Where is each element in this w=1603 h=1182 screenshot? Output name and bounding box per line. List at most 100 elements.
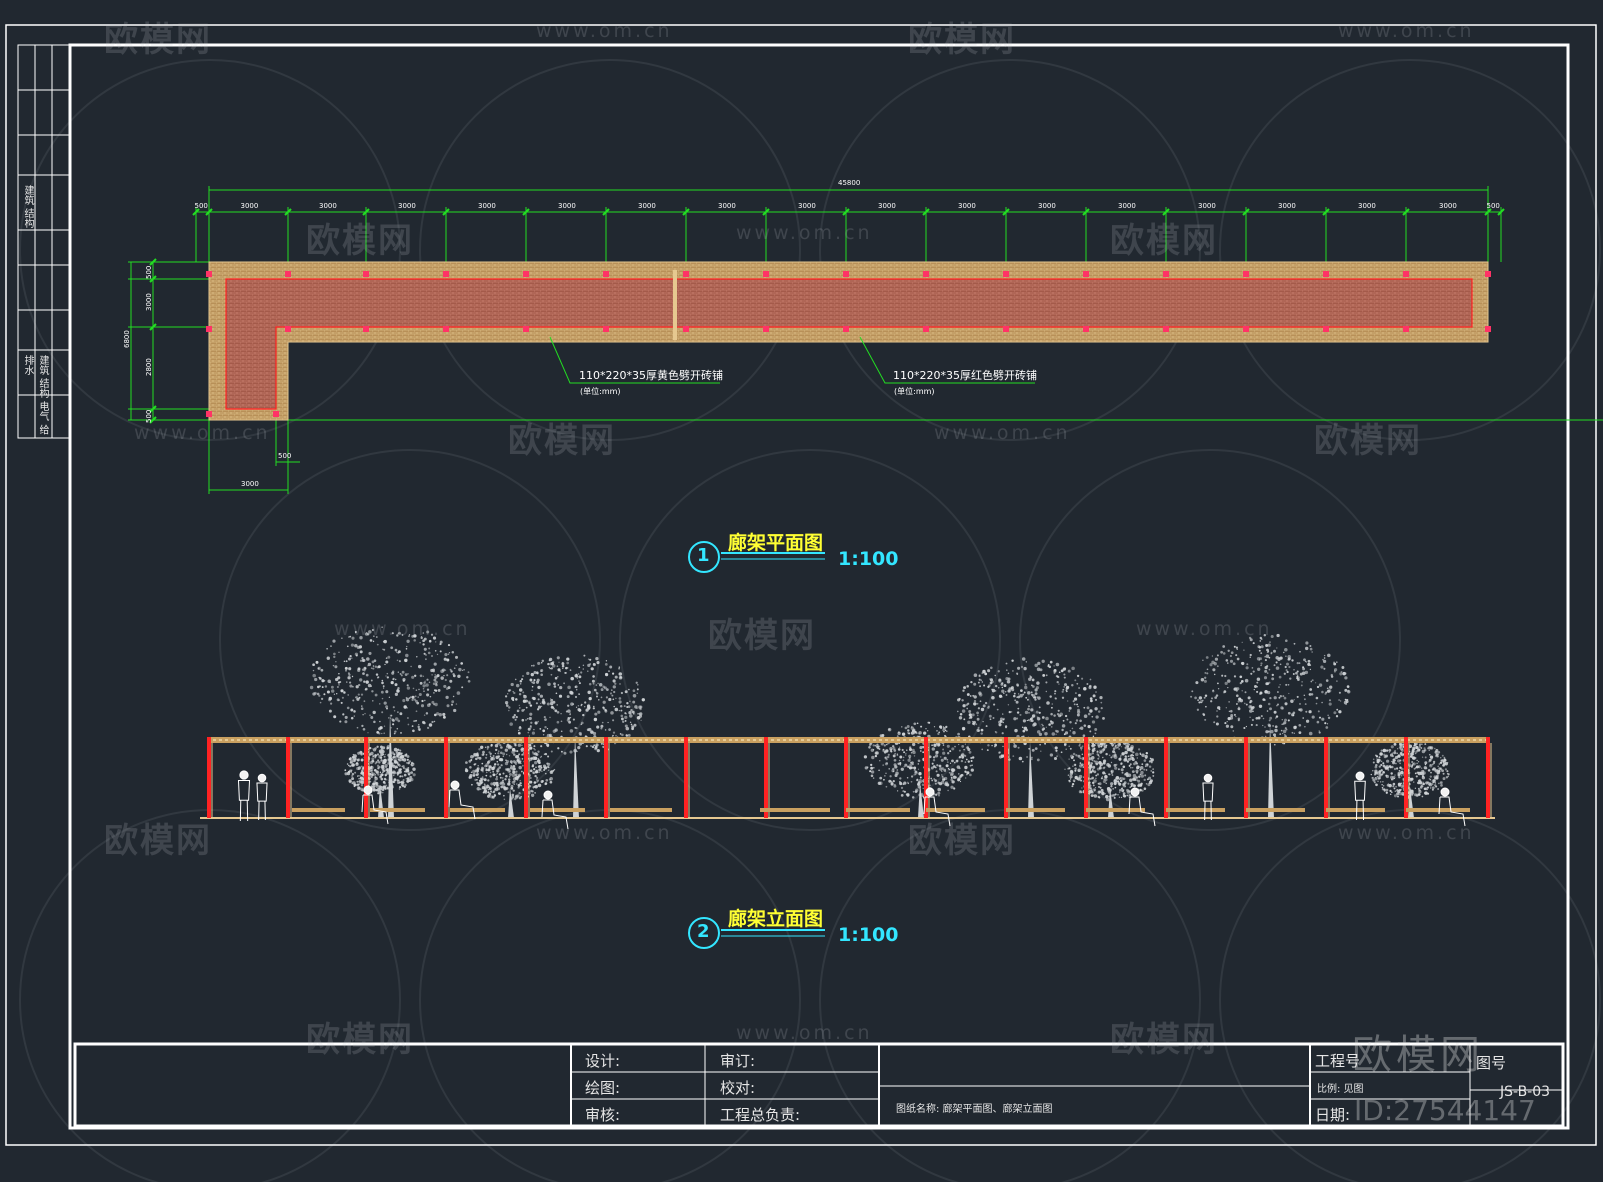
plan-scale: 1:100 — [838, 548, 899, 570]
tree-leaf — [1045, 716, 1049, 721]
tree-leaf — [989, 681, 993, 685]
plan-column — [206, 271, 212, 277]
tree-leaf — [388, 779, 390, 782]
tree-leaf — [1106, 763, 1110, 767]
tree-leaf — [537, 758, 540, 760]
tree-leaf — [450, 703, 454, 706]
tree-leaf — [1344, 676, 1348, 680]
tree-leaf — [515, 775, 517, 777]
tree-leaf — [1233, 645, 1236, 648]
tree-leaf — [1094, 749, 1096, 751]
tree-leaf — [1431, 763, 1434, 766]
tree-leaf — [396, 634, 399, 637]
tree-leaf — [1442, 762, 1444, 764]
tree-leaf — [394, 756, 397, 759]
tree-leaf — [1285, 662, 1290, 666]
tree-leaf — [410, 764, 412, 766]
tree-leaf — [521, 678, 524, 681]
tree-leaf — [1341, 666, 1345, 669]
tree-leaf — [1273, 710, 1277, 714]
tree-leaf — [1303, 698, 1306, 701]
tree-leaf — [575, 688, 578, 691]
plan-paving — [208, 261, 1489, 421]
tree-leaf — [1274, 728, 1278, 733]
tree-leaf — [1264, 669, 1268, 673]
person-legs — [239, 800, 249, 822]
tree-leaf — [1002, 721, 1004, 724]
tree-leaf — [372, 788, 376, 792]
tree-leaf — [400, 753, 403, 755]
tree-leaf — [1066, 685, 1070, 689]
tree-leaf — [510, 787, 514, 790]
tree-leaf — [391, 671, 395, 675]
tree-leaf — [377, 759, 380, 762]
tree-leaf — [618, 667, 620, 670]
tree-leaf — [1260, 652, 1263, 654]
tree-leaf — [358, 683, 361, 687]
tree-leaf — [1327, 653, 1331, 658]
tree-leaf — [368, 773, 372, 777]
tree-leaf — [638, 713, 641, 715]
tree-leaf — [519, 726, 522, 728]
tree-leaf — [1419, 771, 1422, 774]
tree-leaf — [534, 721, 538, 725]
tree-leaf — [898, 780, 901, 783]
tree-leaf — [423, 714, 426, 716]
tree-leaf — [1056, 675, 1059, 678]
tree-leaf — [538, 768, 542, 772]
tree-leaf — [1234, 675, 1236, 678]
tree-leaf — [498, 792, 501, 795]
tree-leaf — [533, 768, 536, 771]
tree-leaf — [578, 680, 580, 682]
tree-leaf — [398, 660, 401, 663]
tree-leaf — [631, 710, 635, 714]
dimension-arrow — [1082, 208, 1090, 216]
tree-leaf — [425, 683, 429, 687]
tree-leaf — [608, 728, 611, 731]
tree-leaf — [1326, 723, 1329, 725]
tree-leaf — [1100, 701, 1103, 704]
tree-leaf — [539, 728, 542, 730]
tree-leaf — [1216, 710, 1218, 712]
tree-leaf — [371, 660, 375, 664]
tree-leaf — [315, 660, 319, 664]
tree-leaf — [1227, 662, 1229, 664]
tree-leaf — [401, 634, 404, 636]
tree-leaf — [1304, 703, 1307, 706]
tree-leaf — [1229, 659, 1234, 663]
tree-leaf — [370, 667, 373, 669]
tree-leaf — [1194, 696, 1197, 700]
tree-leaf — [1318, 731, 1321, 734]
tree-leaf — [956, 765, 961, 769]
tree-leaf — [499, 776, 502, 779]
watermark-arc — [1219, 59, 1601, 441]
tree-leaf — [1224, 722, 1227, 725]
tree-leaf — [1413, 742, 1416, 745]
tree-leaf — [577, 745, 581, 750]
tree-leaf — [1025, 696, 1028, 699]
tree-leaf — [1050, 712, 1053, 716]
tree-leaf — [890, 782, 894, 786]
tree-leaf — [1136, 764, 1139, 768]
tree-leaf — [635, 681, 638, 684]
segment-dimension-label: 3000 — [1358, 202, 1376, 210]
tree-leaf — [1390, 791, 1393, 794]
tree-leaf — [374, 747, 377, 750]
tree-leaf — [518, 760, 521, 764]
tree-leaf — [1110, 782, 1114, 786]
tree-leaf — [485, 756, 488, 759]
tree-leaf — [1118, 778, 1121, 781]
tree-leaf — [621, 733, 624, 737]
tree-leaf — [434, 641, 437, 643]
tree-leaf — [473, 754, 475, 756]
tree — [863, 721, 975, 818]
tree-leaf — [1342, 671, 1346, 676]
plan-column — [1003, 326, 1009, 332]
tree-leaf — [470, 777, 473, 779]
tree-leaf — [415, 689, 418, 691]
tree-leaf — [1260, 638, 1263, 641]
tree-leaf — [1443, 758, 1447, 762]
tree-leaf — [544, 725, 547, 729]
person-head — [1355, 771, 1365, 781]
tree-leaf — [1285, 728, 1288, 731]
